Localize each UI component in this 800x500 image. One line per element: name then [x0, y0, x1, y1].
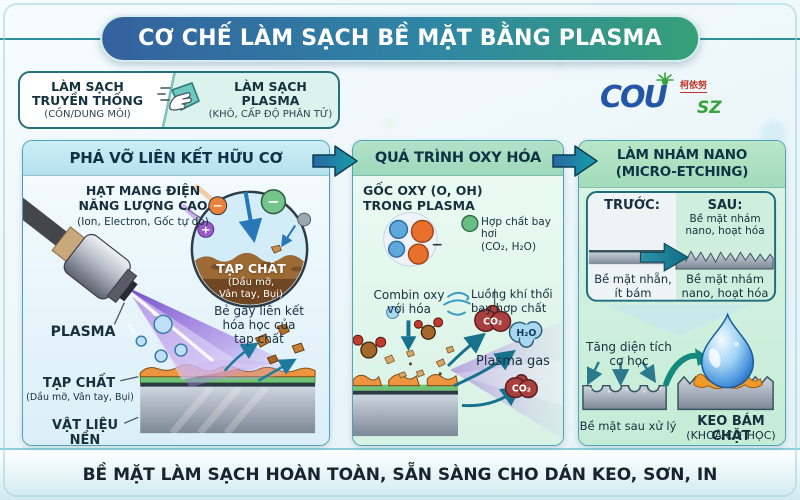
panel2-body: CO₂ H₂O CO₂: [353, 176, 563, 445]
flying-debris: [223, 323, 305, 382]
after-note: Bề mặt nhám nano, hoạt hóa: [685, 213, 765, 238]
legend-traditional: LÀM SẠCH TRUYỀN THỐNG (CỒN/DUNG MÔI): [20, 78, 155, 120]
brand-logo-sub: SZ: [697, 98, 722, 118]
panel-nano-etching: LÀM NHÁM NANO (MICRO-ETCHING): [578, 140, 786, 446]
panel-oxidation: QUÁ TRÌNH OXY HÓA: [352, 140, 564, 446]
footer-banner: BỀ MẶT LÀM SẠCH HOÀN TOÀN, SẴN SÀNG CHO …: [0, 448, 800, 500]
legend-plasma-title: LÀM SẠCH PLASMA: [234, 78, 307, 108]
negative-ion-icon: [208, 196, 228, 216]
airflow-label: Luồng khí thổi bay hợp chất: [471, 287, 553, 315]
after-caption: Bề mặt nhám nano, hoạt hóa: [681, 272, 769, 300]
svg-text:CO₂: CO₂: [512, 384, 531, 395]
brand-logo-main: COU: [600, 80, 668, 115]
charged-particles-title: HẠT MANG ĐIỆN NĂNG LƯỢNG CAO: [78, 183, 208, 213]
plasma-torch-illustration: [23, 176, 138, 304]
ion-minus-symbol: −: [213, 199, 223, 213]
panel3-header: LÀM NHÁM NANO (MICRO-ETCHING): [579, 141, 785, 188]
inset-contaminant-title: TẠP CHẤT: [216, 261, 286, 276]
before-label: TRƯỚC:: [604, 198, 660, 213]
svg-text:CO₂: CO₂: [483, 316, 502, 327]
before-caption: Bề mặt nhẵn, ít bám: [594, 272, 672, 300]
electron-icon: [260, 189, 287, 215]
cleaning-comparison-legend: LÀM SẠCH TRUYỀN THỐNG (CỒN/DUNG MÔI) LÀM…: [18, 71, 340, 129]
bond-breaking-note: Bẻ gãy liên kết hóa học của tạp chất: [214, 304, 304, 347]
contaminant-sub: (Dầu mỡ, Vân tay, Bụi): [26, 392, 134, 403]
after-label: SAU:: [707, 198, 743, 213]
volatile-compound-label: Hợp chất bay hơi (CO₂, H₂O): [481, 216, 551, 253]
radical-icon: [297, 212, 312, 227]
plasma-label: PLASMA: [50, 324, 116, 340]
volatile-compound-dot: [461, 214, 479, 233]
treated-surface-label: Bề mặt sau xử lý: [579, 419, 677, 433]
legend-plasma: LÀM SẠCH PLASMA (KHÔ, CẤP ĐỘ PHÂN TỬ): [203, 78, 338, 120]
area-increase-arrows: [587, 361, 656, 387]
svg-text:H₂O: H₂O: [516, 328, 536, 339]
area-increase-label: Tăng diện tích cơ học: [586, 340, 672, 369]
flow-arrow-icon: [552, 145, 598, 177]
co2-molecule-2: CO₂: [504, 374, 538, 399]
plasma-particles: [127, 301, 188, 363]
sunburst-icon: [656, 72, 674, 86]
panel-break-bonds: PHÁ VỠ LIÊN KẾT HỮU CƠ: [22, 140, 330, 446]
glue-lock-sub: (KHOÁ CƠ HỌC): [686, 429, 776, 442]
positive-ion-icon: [197, 220, 215, 238]
bokeh-dot: [385, 118, 395, 128]
charged-particles-sub: (Ion, Electron, Gốc tự do): [77, 216, 209, 228]
etched-surface: [353, 374, 459, 437]
plasma-gas-label: Plasma gas: [476, 354, 550, 369]
treated-rough-surface: [582, 384, 667, 411]
flow-arrow-icon: [312, 145, 358, 177]
panel1-illustration: − − +: [23, 176, 316, 436]
panel3-body: TRƯỚC: SAU: Bề mặt nhám nano, hoạt hóa B…: [579, 188, 785, 445]
wind-icon: [443, 291, 471, 316]
funnel-shape: [604, 304, 752, 337]
before-after-box: [585, 190, 777, 302]
ion-plus-symbol: +: [201, 222, 211, 236]
legend-traditional-title: LÀM SẠCH TRUYỀN THỐNG: [31, 78, 144, 108]
oxy-radicals-cluster: −: [383, 212, 443, 267]
brand-logo-cn: 柯依努: [680, 78, 708, 93]
glue-lock-title: KEO BÁM CHẶT: [697, 414, 765, 445]
panel1-header: PHÁ VỠ LIÊN KẾT HỮU CƠ: [23, 141, 329, 176]
combine-oxy-label: Combin oxy với hóa: [373, 288, 445, 317]
ion-minus-symbol: −: [267, 193, 279, 211]
legend-plasma-sub: (KHÔ, CẤP ĐỘ PHÂN TỬ): [208, 108, 333, 120]
co2-molecule: CO₂: [474, 304, 512, 333]
panel2-illustration: CO₂ H₂O CO₂: [353, 212, 563, 440]
h2o-molecule: H₂O: [508, 321, 543, 348]
svg-text:−: −: [431, 237, 443, 253]
oxy-radicals-title: GỐC OXY (O, OH) TRONG PLASMA: [363, 183, 483, 213]
substrate-label: VẬT LIỆU NỀN: [51, 418, 119, 446]
legend-traditional-sub: (CỒN/DUNG MÔI): [44, 108, 131, 120]
before-after-arrow-icon: [639, 242, 689, 272]
wipe-cloth-icon: [157, 82, 200, 111]
contaminant-label: TẠP CHẤT: [42, 376, 116, 391]
panel3-illustration: [582, 190, 777, 411]
combine-down-arrow: [400, 320, 417, 352]
page-title: CƠ CHẾ LÀM SẠCH BỀ MẶT BẰNG PLASMA: [100, 15, 700, 62]
page-title-text: CƠ CHẾ LÀM SẠCH BỀ MẶT BẰNG PLASMA: [138, 26, 662, 51]
inset-contaminant-sub: (Dầu mỡ, Vân tay, Bụi): [219, 277, 283, 300]
panel1-body: − − + HẠT MANG ĐIỆN NĂNG LƯỢNG CAO (Ion,…: [23, 176, 329, 445]
panel2-header: QUÁ TRÌNH OXY HÓA: [353, 141, 563, 176]
footer-text: BỀ MẶT LÀM SẠCH HOÀN TOÀN, SẴN SÀNG CHO …: [82, 465, 718, 485]
oxidized-molecules: [353, 306, 455, 379]
water-droplet: [701, 312, 755, 389]
brand-logo: 柯依努 COU SZ: [600, 72, 775, 126]
